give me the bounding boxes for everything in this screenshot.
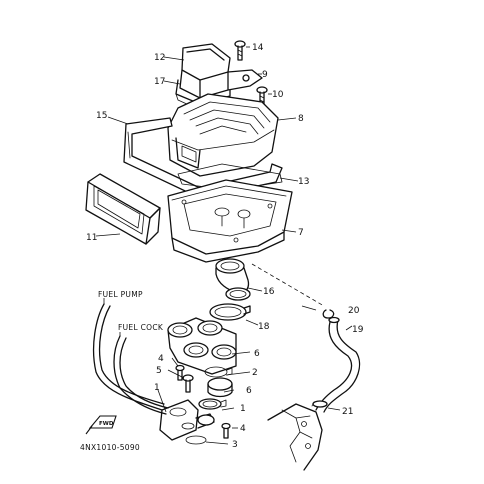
part-7-air-cleaner-case <box>167 179 293 263</box>
callout-1-left: 1 <box>154 383 160 393</box>
fuel-cock-hose <box>113 335 169 415</box>
part-18-hose-clamp <box>209 303 251 321</box>
fuel-pump-hose <box>92 303 165 411</box>
part-13-gasket <box>177 163 283 191</box>
callout-21: 21 <box>342 407 353 417</box>
part-3-o-ring <box>185 435 207 445</box>
part-11-air-filter-element <box>85 173 161 245</box>
part-5-screw <box>182 374 194 393</box>
callout-17: 17 <box>154 77 165 87</box>
callout-3: 3 <box>232 440 238 450</box>
engine-case-fragment <box>267 403 323 471</box>
callout-4-upper: 4 <box>158 354 164 364</box>
leader-lines <box>95 46 353 445</box>
callout-9: 9 <box>262 70 268 80</box>
part-6-clamp-lower <box>198 398 227 410</box>
part-1-carburetor-joint <box>159 399 215 441</box>
part-10-bolt <box>256 86 268 107</box>
part-8-air-cleaner-cover <box>167 93 279 177</box>
callout-16: 16 <box>263 287 275 297</box>
part-4-screw-lower <box>221 422 231 439</box>
part-20-clip <box>322 309 335 319</box>
intake-manifold-body <box>167 317 237 375</box>
callout-6-lower: 6 <box>246 386 252 396</box>
fwd-label: FWD <box>99 421 114 427</box>
callout-7: 7 <box>298 228 304 238</box>
part-12-intake-duct-cover <box>179 43 263 99</box>
fuel-pump-label: FUEL PUMP <box>98 290 143 299</box>
part-16-joint-elbow <box>215 258 251 301</box>
callout-4-lower: 4 <box>240 424 246 434</box>
callout-18: 18 <box>258 322 270 332</box>
callout-5: 5 <box>156 366 162 376</box>
callout-10: 10 <box>272 90 284 100</box>
part-19-breather-hose <box>315 316 361 413</box>
part-21-hose-clamp <box>311 400 328 408</box>
callout-15: 15 <box>96 111 107 121</box>
part-14-bolt <box>234 40 246 61</box>
figure-code: 4NX1010-5090 <box>80 443 140 452</box>
fwd-arrow-icon: FWD <box>85 415 117 435</box>
callout-labels: 12 17 14 9 10 15 8 13 7 11 16 18 20 19 2… <box>86 43 364 450</box>
callout-8: 8 <box>298 114 304 124</box>
callout-20: 20 <box>348 306 360 316</box>
callout-11: 11 <box>86 233 97 243</box>
callout-2: 2 <box>252 368 258 378</box>
callout-19: 19 <box>352 325 364 335</box>
callout-14: 14 <box>252 43 264 53</box>
callout-13: 13 <box>298 177 309 187</box>
callout-12: 12 <box>154 53 165 63</box>
callout-1-right: 1 <box>240 404 246 414</box>
part-2-clamp <box>207 377 233 398</box>
callout-6-upper: 6 <box>254 349 260 359</box>
fuel-cock-label: FUEL COCK <box>118 323 164 332</box>
